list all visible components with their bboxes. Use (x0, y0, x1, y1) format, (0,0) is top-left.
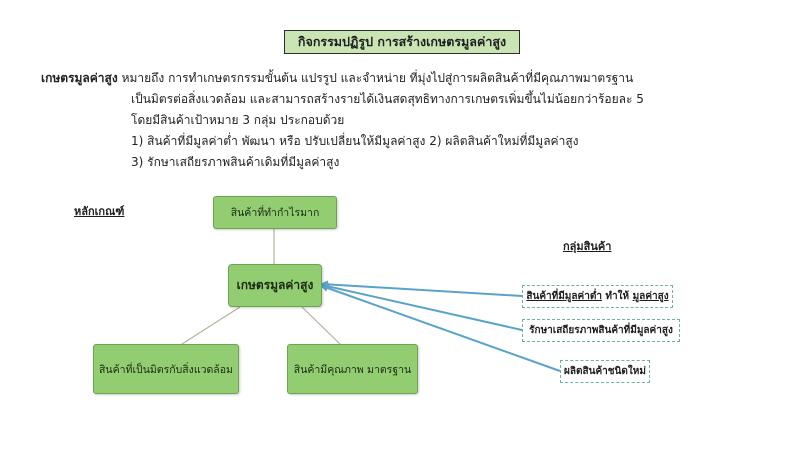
criteria-label: หลักเกณฑ์ (74, 205, 125, 218)
connector-bottom-right (301, 306, 341, 345)
intro-line-5: 3) รักษาเสถียรภาพสินค้าเดิมที่มีมูลค่าสู… (131, 155, 340, 169)
page-title: กิจกรรมปฏิรูป การสร้างเกษตรมูลค่าสูง (284, 30, 520, 54)
group-1-text-c: มูลค่าสูง (632, 291, 669, 302)
intro-line-4: 1) สินค้าที่มีมูลค่าต่ำ พัฒนา หรือ ปรับเ… (131, 134, 579, 148)
node-quality-standard: สินค้ามีคุณภาพ มาตรฐาน (287, 344, 418, 394)
group-stabilize-high-value: รักษาเสถียรภาพสินค้าที่มีมูลค่าสูง (522, 319, 680, 342)
group-1-text-a: สินค้าที่มีมูลค่าต่ำ (526, 291, 602, 302)
intro-term: เกษตรมูลค่าสูง (41, 71, 118, 85)
arrow-group-1 (320, 280, 523, 297)
group-low-to-high-value: สินค้าที่มีมูลค่าต่ำ ทำให้ มูลค่าสูง (522, 285, 673, 308)
node-eco-friendly: สินค้าที่เป็นมิตรกับสิ่งแวดล้อม (93, 344, 239, 394)
intro-line-3: โดยมีสินค้าเป้าหมาย 3 กลุ่ม ประกอบด้วย (131, 113, 345, 127)
node-high-value-agriculture: เกษตรมูลค่าสูง (228, 264, 322, 307)
intro-line-1: เกษตรมูลค่าสูง หมายถึง การทำเกษตรกรรมขั้… (41, 68, 633, 89)
product-groups-label: กลุ่มสินค้า (563, 240, 612, 253)
intro-line-1-text: หมายถึง การทำเกษตรกรรมขั้นต้น แปรรูป และ… (121, 71, 634, 85)
group-1-text-b: ทำให้ (601, 291, 633, 302)
node-high-profit: สินค้าที่ทำกำไรมาก (213, 196, 337, 229)
intro-line-2: เป็นมิตรต่อสิ่งแวดล้อม และสามารถสร้างราย… (131, 92, 644, 106)
connector-bottom-left (181, 306, 241, 345)
arrow-group-2 (320, 282, 523, 331)
arrow-group-3 (320, 284, 561, 372)
group-new-product: ผลิตสินค้าชนิดใหม่ (560, 360, 650, 383)
